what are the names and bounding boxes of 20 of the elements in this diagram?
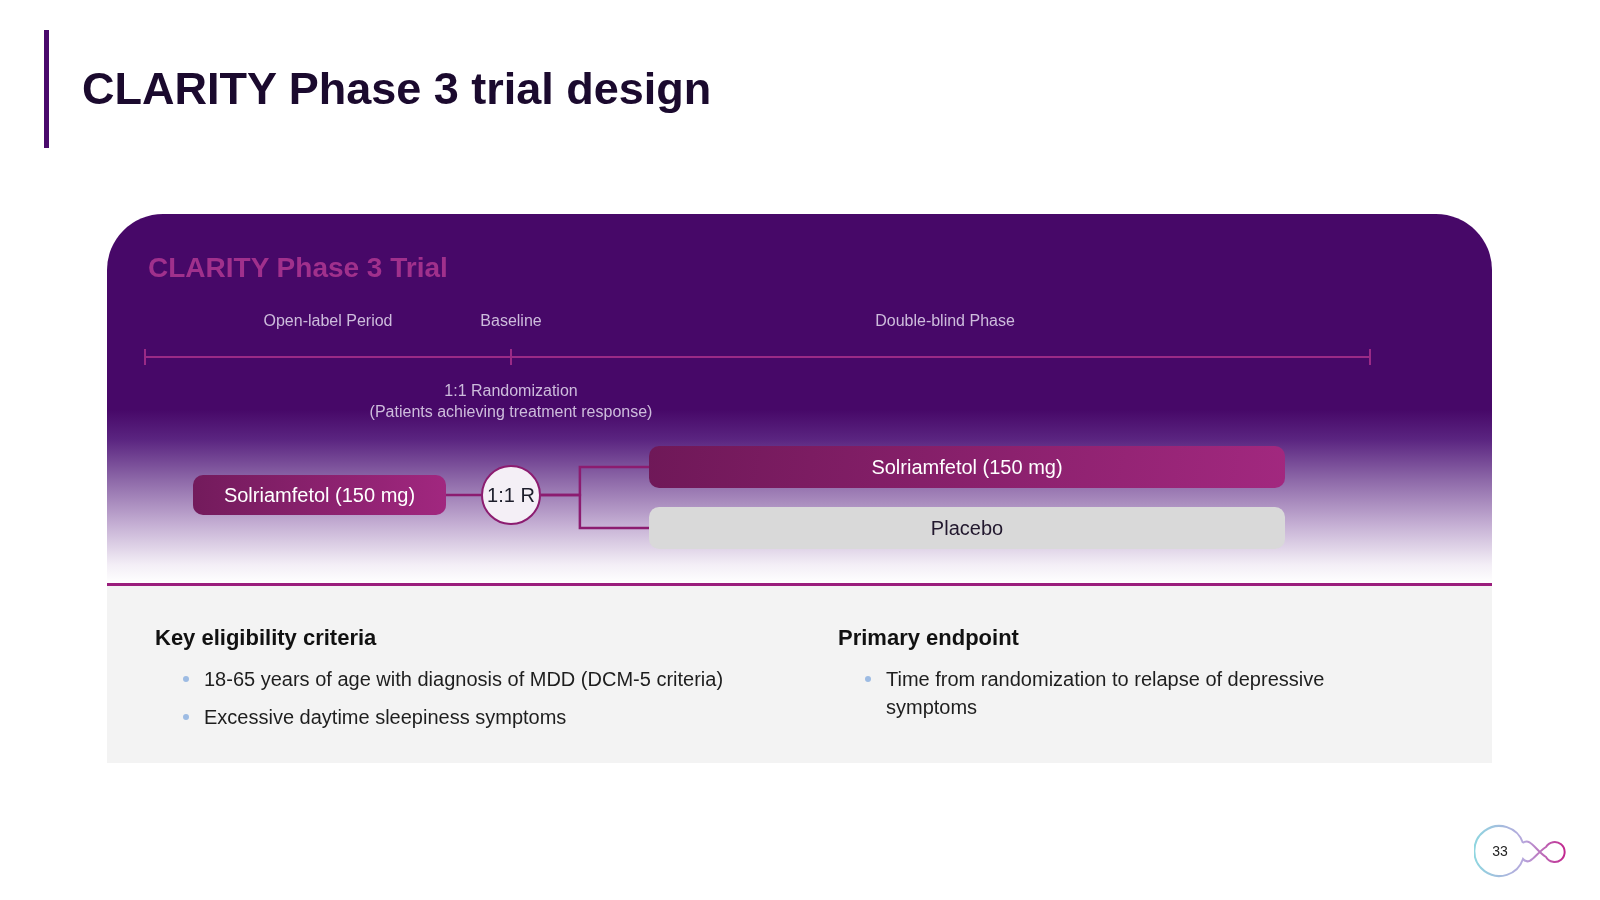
treatment-box: Solriamfetol (150 mg) [193,475,446,515]
panel-heading: CLARITY Phase 3 Trial [148,252,448,284]
slide-title: CLARITY Phase 3 trial design [82,63,712,115]
bullet-item: Excessive daytime sleepiness symptoms [180,703,567,731]
treatment-arm-bar: Solriamfetol (150 mg) [649,446,1285,488]
placebo-arm-bar: Placebo [649,507,1285,549]
connector-line [446,493,481,497]
timepoint-label: Baseline [480,311,542,331]
bullet-item: 18-65 years of age with diagnosis of MDD (DCM-5 criteria) [180,665,724,693]
page-number: 33 [1492,843,1508,859]
criteria-panel [107,586,1492,763]
randomization-note: 1:1 Randomization (Patients achieving treatment response) [369,381,653,422]
section-heading: Key eligibility criteria [155,624,377,652]
randomization-circle: 1:1 R [481,465,541,525]
trial-panel [107,214,1492,586]
bullet-item: Time from randomization to relapse of depressive symptoms [862,665,1406,721]
period-label: Double-blind Phase [875,311,1015,331]
period-label: Open-label Period [263,311,393,331]
section-heading: Primary endpoint [838,624,1019,652]
connector-line [541,493,649,530]
